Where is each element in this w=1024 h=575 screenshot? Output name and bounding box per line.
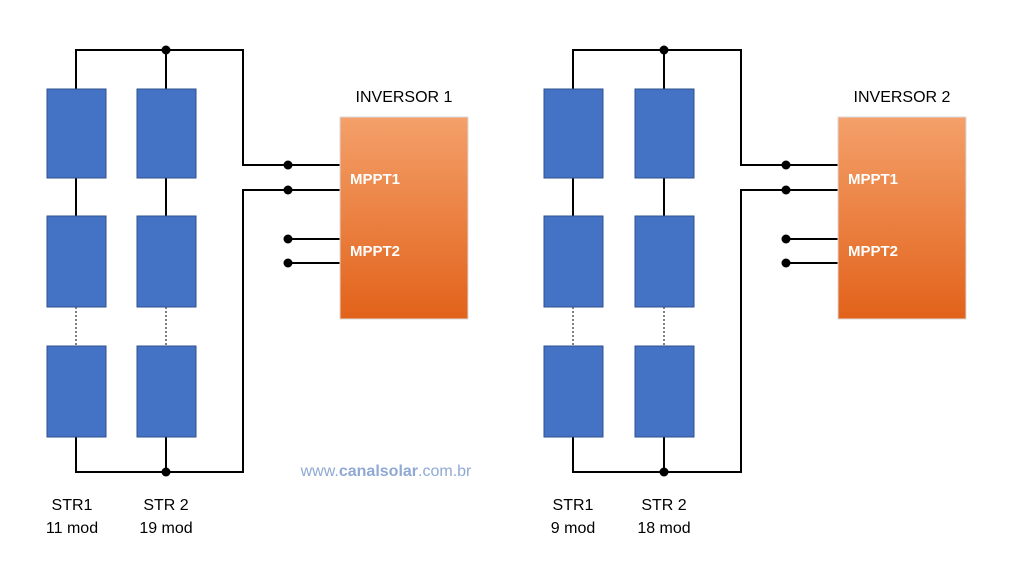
pv-module	[634, 345, 695, 438]
junction-dot	[781, 160, 791, 170]
inverter-box	[837, 116, 967, 320]
pv-module	[46, 215, 107, 308]
system-1-string-2	[136, 88, 197, 438]
pv-module	[46, 345, 107, 438]
string-2-modules: 19 mod	[139, 520, 192, 537]
junction-dot	[283, 185, 293, 195]
watermark: www.canalsolar.com.br	[300, 463, 472, 480]
pv-module	[136, 345, 197, 438]
inverter-box	[339, 116, 469, 320]
string-1-name: STR1	[52, 497, 93, 514]
string-1-modules: 9 mod	[551, 520, 595, 537]
pv-module	[46, 88, 107, 179]
junction-dot	[283, 258, 293, 268]
string-1-modules: 11 mod	[46, 520, 98, 537]
mppt1-label: MPPT1	[350, 171, 400, 188]
junction-dot	[781, 234, 791, 244]
junction-dot	[659, 45, 669, 55]
mppt1-label: MPPT1	[848, 171, 898, 188]
junction-dot	[161, 45, 171, 55]
inverter-title: INVERSOR 2	[854, 89, 951, 106]
pv-module	[543, 88, 604, 179]
inverter-1: INVERSOR 1 MPPT1 MPPT2	[339, 89, 469, 320]
inverter-title: INVERSOR 1	[356, 89, 453, 106]
mppt2-label: MPPT2	[848, 243, 898, 260]
system-1-wiring	[75, 49, 340, 473]
junction-dot	[161, 467, 171, 477]
system-2-string-2	[634, 88, 695, 438]
string-2-name: STR 2	[641, 497, 686, 514]
pv-module	[543, 345, 604, 438]
junction-dot	[781, 185, 791, 195]
system-1: INVERSOR 1 MPPT1 MPPT2 STR1 11 mod STR 2…	[46, 45, 469, 537]
system-1-junctions	[161, 45, 293, 477]
string-1-name: STR1	[553, 497, 594, 514]
watermark-brand: canalsolar	[339, 463, 418, 480]
junction-dot	[781, 258, 791, 268]
inverter-2: INVERSOR 2 MPPT1 MPPT2	[837, 89, 967, 320]
junction-dot	[283, 234, 293, 244]
pv-module	[634, 88, 695, 179]
watermark-suffix: .com.br	[418, 463, 472, 480]
system-2: INVERSOR 2 MPPT1 MPPT2 STR1 9 mod STR 2 …	[543, 45, 967, 537]
junction-dot	[283, 160, 293, 170]
mppt2-label: MPPT2	[350, 243, 400, 260]
system-2-wiring	[572, 49, 838, 473]
pv-module	[634, 215, 695, 308]
string-2-modules: 18 mod	[637, 520, 690, 537]
pv-module	[136, 215, 197, 308]
system-1-string-1	[46, 88, 107, 438]
pv-module	[136, 88, 197, 179]
string-2-name: STR 2	[143, 497, 188, 514]
system-2-junctions	[659, 45, 791, 477]
pv-module	[543, 215, 604, 308]
watermark-prefix: www.	[300, 463, 339, 480]
system-2-string-1	[543, 88, 604, 438]
junction-dot	[659, 467, 669, 477]
